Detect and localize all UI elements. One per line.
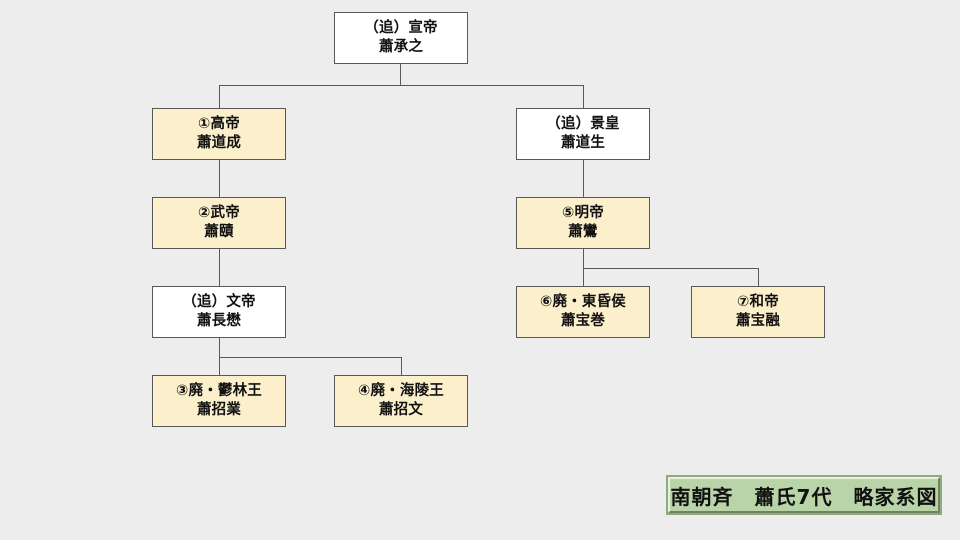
node-jinghuang[interactable]: （追）景皇 蕭道生	[516, 108, 650, 160]
node-yulinwang[interactable]: ③廃・鬱林王 蕭招業	[152, 375, 286, 427]
connector-to-hedi	[758, 268, 759, 286]
node-gaodi[interactable]: ①高帝 蕭道成	[152, 108, 286, 160]
node-hailingwang[interactable]: ④廃・海陵王 蕭招文	[334, 375, 468, 427]
node-yulinwang-name: 蕭招業	[196, 402, 242, 418]
node-donghunhou-name: 蕭宝巻	[560, 313, 606, 329]
node-gaodi-title: ①高帝	[198, 116, 240, 133]
node-mingdi-title: ⑤明帝	[562, 205, 604, 222]
connector-wendi-bus	[219, 357, 402, 358]
connector-to-hailingwang	[401, 357, 402, 375]
node-donghunhou[interactable]: ⑥廃・東昏侯 蕭宝巻	[516, 286, 650, 338]
node-gaodi-name: 蕭道成	[196, 135, 242, 151]
connector-gaodi-to-wudi	[219, 160, 220, 197]
diagram-title-banner: 南朝斉 蕭氏7代 略家系図	[666, 475, 942, 515]
node-wendi[interactable]: （追）文帝 蕭長懋	[152, 286, 286, 338]
connector-mingdi-stem	[583, 249, 584, 268]
connector-xuandi-bus	[219, 85, 584, 86]
node-wudi[interactable]: ②武帝 蕭賾	[152, 197, 286, 249]
node-hedi-title: ⑦和帝	[737, 294, 779, 311]
node-yulinwang-title: ③廃・鬱林王	[176, 383, 262, 400]
node-hedi[interactable]: ⑦和帝 蕭宝融	[691, 286, 825, 338]
connector-to-gaodi	[219, 85, 220, 108]
node-jinghuang-name: 蕭道生	[560, 135, 606, 151]
node-jinghuang-title: （追）景皇	[546, 116, 620, 133]
node-mingdi-name: 蕭鸞	[568, 224, 598, 240]
node-wudi-name: 蕭賾	[204, 224, 234, 240]
node-xuandi-name: 蕭承之	[378, 39, 424, 55]
node-xuandi[interactable]: （追）宣帝 蕭承之	[334, 12, 468, 64]
node-hailingwang-title: ④廃・海陵王	[358, 383, 444, 400]
node-wendi-name: 蕭長懋	[196, 313, 242, 329]
connector-to-yulinwang	[219, 357, 220, 375]
node-hailingwang-name: 蕭招文	[378, 402, 424, 418]
connector-jinghuang-to-mingdi	[583, 160, 584, 197]
node-xuandi-title: （追）宣帝	[364, 20, 438, 37]
connector-to-jinghuang	[583, 85, 584, 108]
connector-to-donghunhou	[583, 268, 584, 286]
connector-mingdi-bus	[583, 268, 759, 269]
node-donghunhou-title: ⑥廃・東昏侯	[540, 294, 626, 311]
node-wendi-title: （追）文帝	[182, 294, 256, 311]
node-mingdi[interactable]: ⑤明帝 蕭鸞	[516, 197, 650, 249]
node-wudi-title: ②武帝	[198, 205, 240, 222]
node-hedi-name: 蕭宝融	[735, 313, 781, 329]
connector-xuandi-stem	[400, 64, 401, 86]
connector-wudi-to-wendi	[219, 249, 220, 286]
diagram-title-text: 南朝斉 蕭氏7代 略家系図	[670, 484, 938, 509]
connector-wendi-stem	[219, 338, 220, 357]
